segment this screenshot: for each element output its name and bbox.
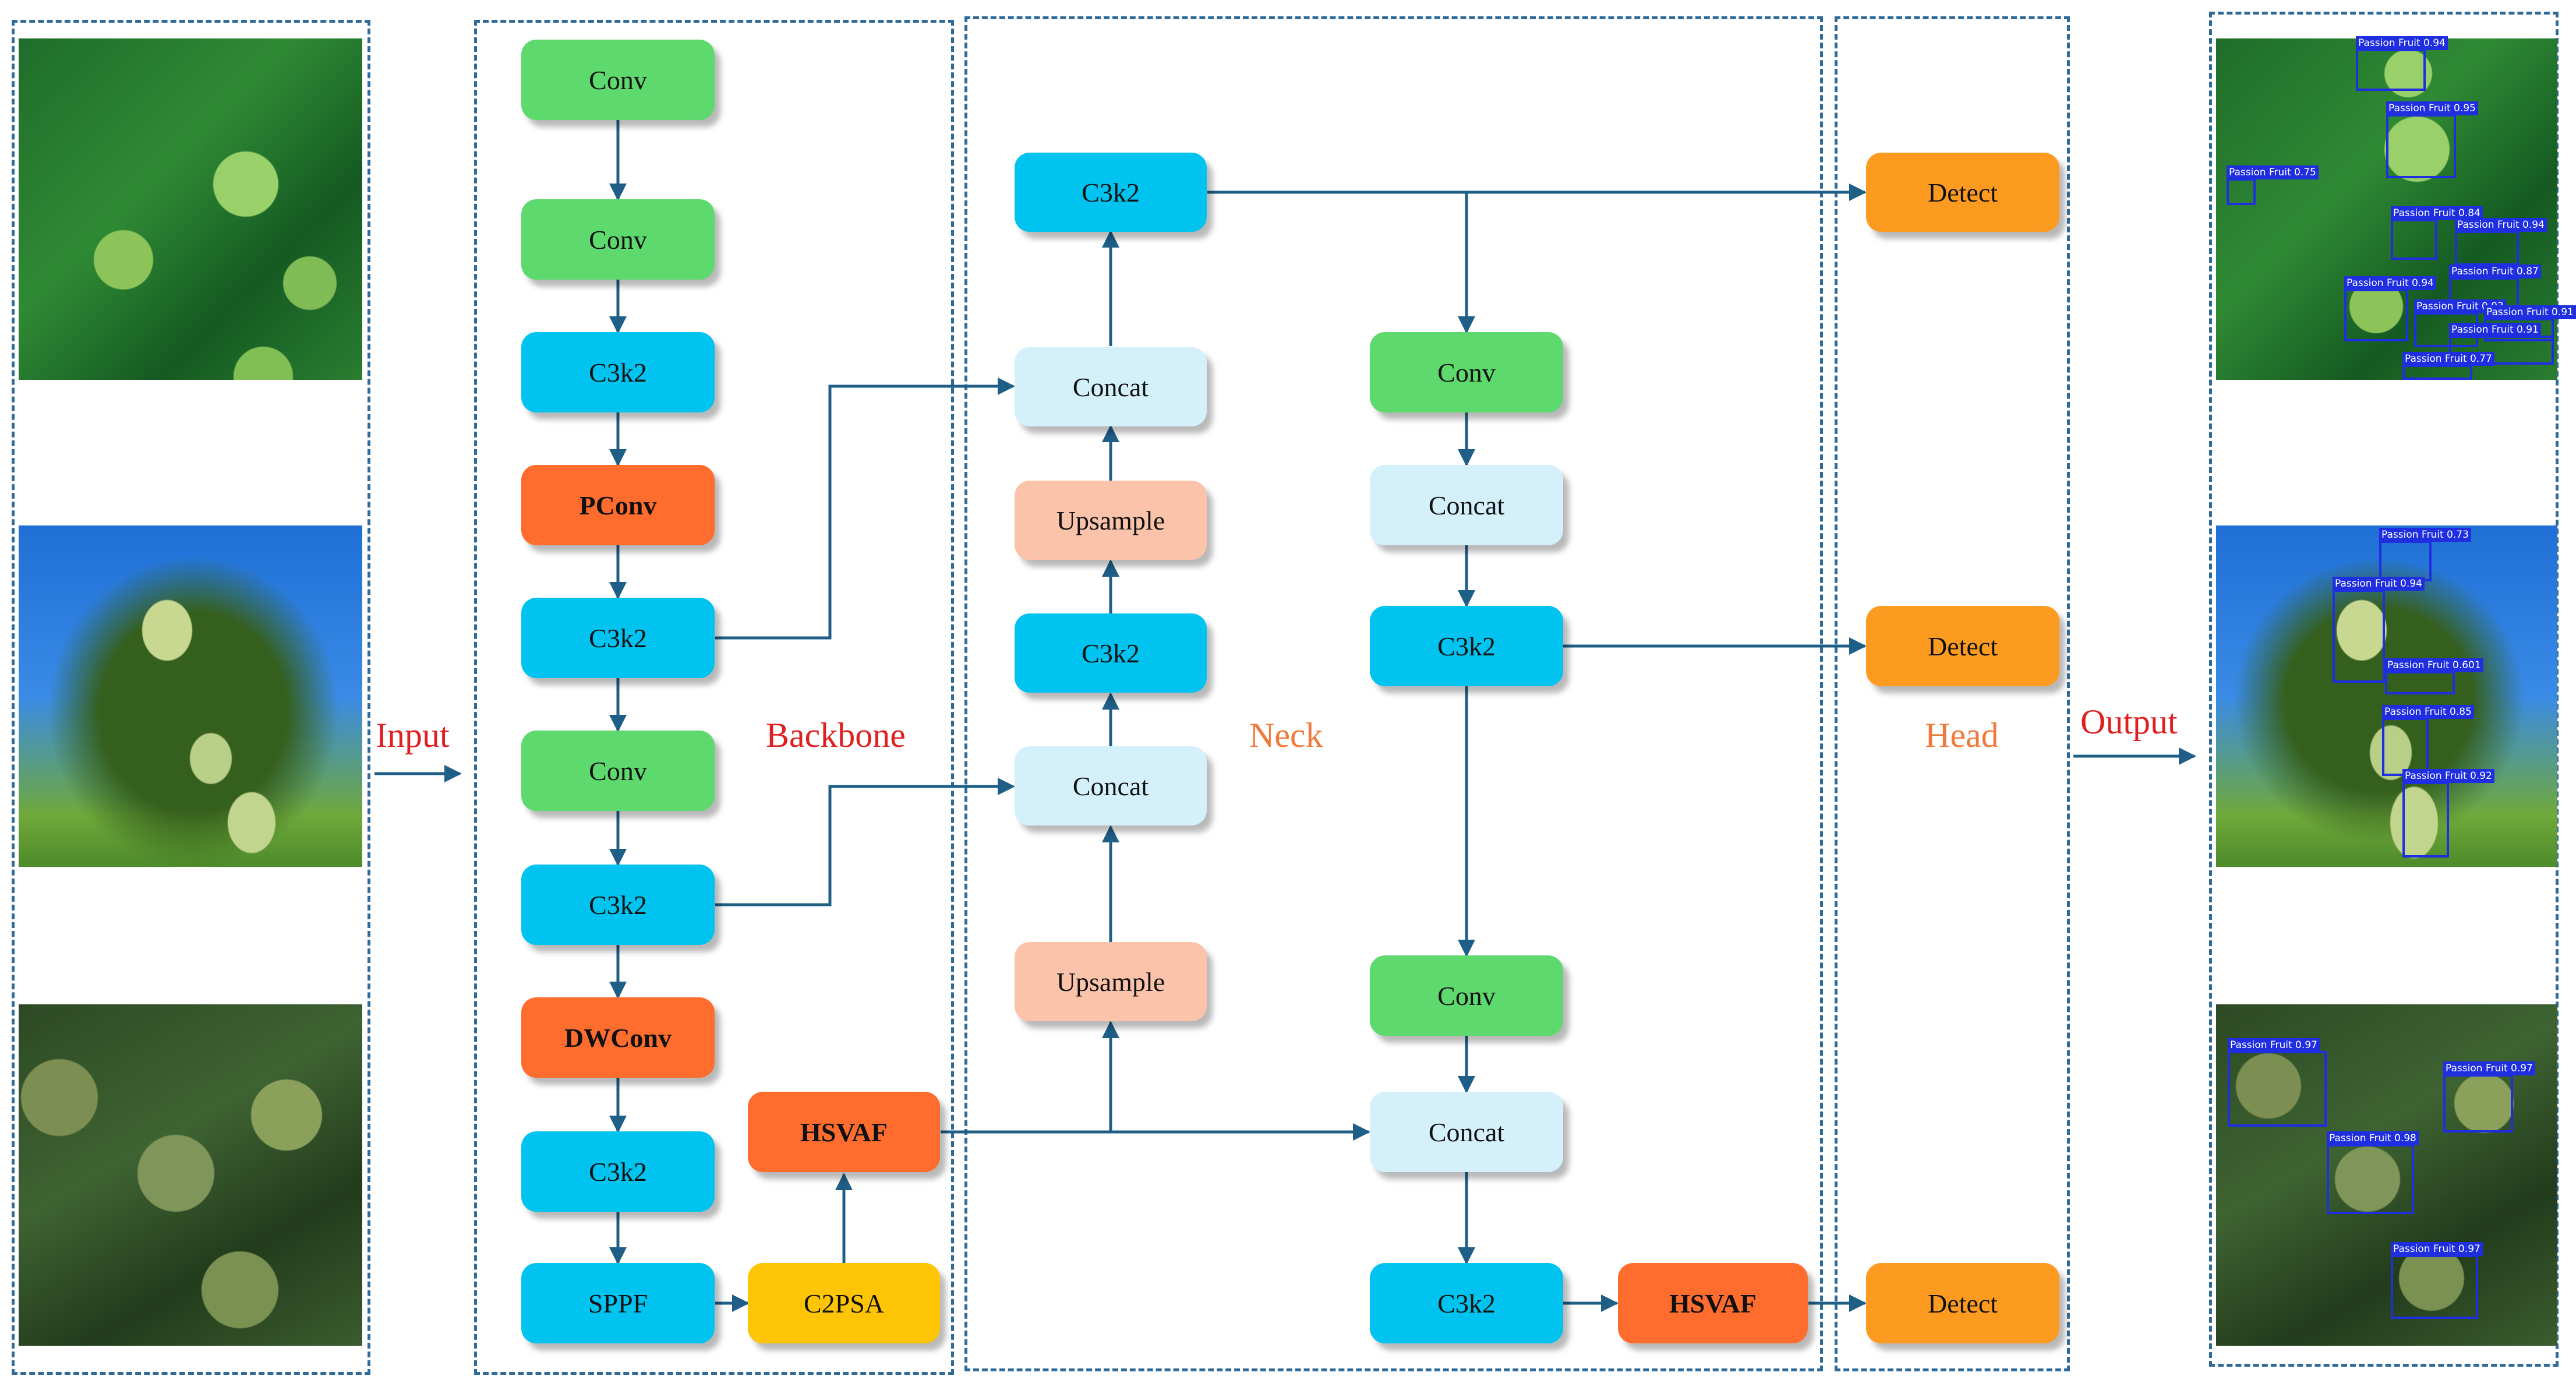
detection-box: Passion Fruit 0.97 bbox=[2443, 1061, 2535, 1133]
backbone-dwconv: DWConv bbox=[521, 997, 715, 1078]
neck-conv-right-2: Conv bbox=[1370, 955, 1563, 1036]
detection-box: Passion Fruit 0.94 bbox=[2455, 218, 2547, 266]
backbone-label: Backbone bbox=[766, 716, 906, 754]
detection-box: Passion Fruit 0.91 bbox=[2484, 305, 2576, 341]
detection-label: Passion Fruit 0.91 bbox=[2484, 305, 2576, 319]
output-image-3: Passion Fruit 0.97 Passion Fruit 0.97 Pa… bbox=[2216, 1004, 2557, 1346]
head-label: Head bbox=[1925, 716, 1999, 754]
backbone-c2psa: C2PSA bbox=[748, 1263, 940, 1343]
detection-label: Passion Fruit 0.98 bbox=[2327, 1131, 2419, 1145]
detection-label: Passion Fruit 0.77 bbox=[2402, 352, 2494, 366]
detection-box: Passion Fruit 0.97 bbox=[2391, 1242, 2483, 1319]
neck-c3k2-mid: C3k2 bbox=[1015, 613, 1207, 693]
detection-label: Passion Fruit 0.601 bbox=[2385, 658, 2483, 672]
detection-label: Passion Fruit 0.85 bbox=[2382, 705, 2474, 719]
detection-box: Passion Fruit 0.73 bbox=[2379, 528, 2471, 581]
backbone-sppf: SPPF bbox=[521, 1263, 715, 1343]
head-detect-1: Detect bbox=[1866, 153, 2059, 232]
neck-label: Neck bbox=[1249, 716, 1323, 754]
neck-c3k2-right-1: C3k2 bbox=[1370, 606, 1563, 686]
detection-box: Passion Fruit 0.92 bbox=[2402, 769, 2494, 858]
head-detect-2: Detect bbox=[1866, 606, 2059, 686]
detection-label: Passion Fruit 0.94 bbox=[2333, 577, 2425, 591]
backbone-hsvaf: HSVAF bbox=[748, 1092, 940, 1172]
input-label: Input bbox=[376, 716, 450, 754]
backbone-c3k2-2: C3k2 bbox=[521, 598, 715, 678]
backbone-c3k2-1: C3k2 bbox=[521, 332, 715, 412]
head-detect-3: Detect bbox=[1866, 1263, 2059, 1343]
neck-hsvaf: HSVAF bbox=[1618, 1263, 1808, 1343]
neck-conv-right-1: Conv bbox=[1370, 332, 1563, 412]
detection-label: Passion Fruit 0.75 bbox=[2227, 165, 2319, 179]
neck-upsample-1: Upsample bbox=[1015, 481, 1207, 560]
backbone-conv-3: Conv bbox=[521, 731, 715, 811]
input-image-1 bbox=[19, 38, 362, 380]
backbone-c3k2-4: C3k2 bbox=[521, 1131, 715, 1212]
detection-box: Passion Fruit 0.98 bbox=[2327, 1131, 2419, 1214]
detection-box: Passion Fruit 0.95 bbox=[2386, 101, 2478, 178]
detection-box: Passion Fruit 0.601 bbox=[2385, 658, 2483, 694]
detection-box: Passion Fruit 0.97 bbox=[2228, 1038, 2327, 1127]
detection-label: Passion Fruit 0.87 bbox=[2449, 264, 2541, 278]
arrow-c3k2-p3-concat bbox=[715, 378, 1015, 640]
detection-label: Passion Fruit 0.94 bbox=[2344, 276, 2436, 290]
detection-label: Passion Fruit 0.94 bbox=[2455, 218, 2547, 232]
neck-panel bbox=[964, 16, 1823, 1371]
detection-label: Passion Fruit 0.94 bbox=[2356, 36, 2448, 50]
backbone-pconv: PConv bbox=[521, 465, 715, 545]
head-panel bbox=[1835, 16, 2070, 1371]
detection-label: Passion Fruit 0.95 bbox=[2386, 101, 2478, 115]
input-image-2 bbox=[19, 525, 362, 867]
detection-box: Passion Fruit 0.75 bbox=[2227, 165, 2319, 205]
neck-concat-1: Concat bbox=[1015, 347, 1207, 426]
backbone-c3k2-3: C3k2 bbox=[521, 865, 715, 945]
detection-label: Passion Fruit 0.97 bbox=[2443, 1061, 2535, 1075]
backbone-conv-1: Conv bbox=[521, 40, 715, 120]
input-image-3 bbox=[19, 1004, 362, 1346]
detection-box: Passion Fruit 0.94 bbox=[2344, 276, 2436, 341]
neck-upsample-2: Upsample bbox=[1015, 942, 1207, 1021]
detection-label: Passion Fruit 0.97 bbox=[2391, 1242, 2483, 1256]
detection-box: Passion Fruit 0.91 bbox=[2449, 323, 2554, 365]
output-image-2: Passion Fruit 0.73 Passion Fruit 0.94 Pa… bbox=[2216, 525, 2557, 867]
detection-label: Passion Fruit 0.92 bbox=[2402, 769, 2494, 783]
neck-concat-2: Concat bbox=[1015, 746, 1207, 825]
detection-label: Passion Fruit 0.73 bbox=[2379, 528, 2471, 542]
arrow-c3k2-p4-concat bbox=[715, 778, 1015, 906]
detection-label: Passion Fruit 0.97 bbox=[2228, 1038, 2320, 1052]
detection-label: Passion Fruit 0.91 bbox=[2449, 323, 2541, 337]
backbone-panel bbox=[474, 20, 954, 1375]
output-image-1: Passion Fruit 0.94 Passion Fruit 0.95 Pa… bbox=[2216, 36, 2576, 380]
neck-c3k2-right-2: C3k2 bbox=[1370, 1263, 1563, 1343]
detection-box: Passion Fruit 0.94 bbox=[2356, 36, 2448, 91]
detection-box: Passion Fruit 0.77 bbox=[2402, 352, 2494, 380]
neck-concat-right-2: Concat bbox=[1370, 1092, 1563, 1172]
neck-c3k2-top: C3k2 bbox=[1015, 153, 1207, 232]
output-label: Output bbox=[2080, 703, 2178, 741]
neck-concat-right-1: Concat bbox=[1370, 465, 1563, 545]
input-panel bbox=[12, 20, 370, 1375]
backbone-conv-2: Conv bbox=[521, 199, 715, 280]
detection-box: Passion Fruit 0.94 bbox=[2333, 577, 2425, 683]
